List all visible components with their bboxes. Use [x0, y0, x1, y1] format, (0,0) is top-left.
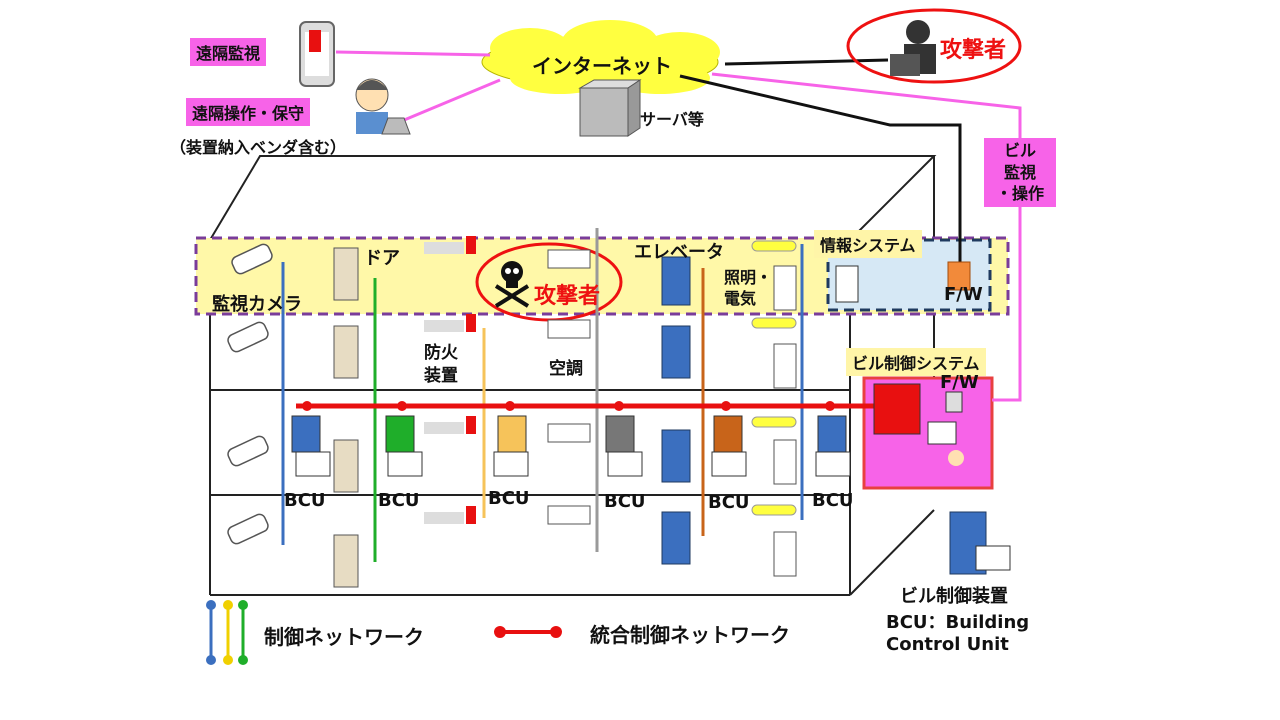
hacker-icon	[890, 20, 936, 76]
skull-icon	[494, 261, 530, 308]
bcu-device-legend-icon	[949, 511, 1011, 575]
aircon-label: 空調	[549, 359, 583, 379]
internet-label: インターネット	[532, 54, 672, 78]
door-label: ドア	[364, 248, 400, 269]
bcu-label-1: BCU	[284, 490, 326, 511]
server-icon	[578, 79, 642, 137]
bcu-label-4: BCU	[604, 491, 646, 512]
elevator-icons	[661, 256, 691, 565]
legend-integrated-line	[494, 626, 562, 638]
legend-control-network: 制御ネットワーク	[264, 625, 424, 649]
bcu-label-3: BCU	[488, 488, 530, 509]
fw-label-bldg: F/W	[940, 372, 979, 393]
light-icons	[751, 240, 797, 516]
control-network-lines	[281, 228, 804, 562]
firewall-icon	[947, 261, 971, 291]
legend-bcu-def-2: Control Unit	[886, 634, 1009, 655]
attacker-top-label: 攻撃者	[940, 38, 1007, 63]
info-server-icon	[835, 265, 859, 303]
vendor-note: （装置納入ベンダ含む）	[170, 138, 347, 157]
bldg-control-devices	[873, 383, 964, 466]
attack-links	[679, 58, 962, 265]
legend-integrated-network: 統合制御ネットワーク	[590, 623, 790, 647]
building-monitor-label: ビル 監視 ・操作	[984, 138, 1056, 207]
bcu-label-2: BCU	[378, 490, 420, 511]
outlet-icons	[773, 265, 797, 577]
integrated-network-nodes	[302, 401, 835, 411]
fire-units	[424, 236, 476, 524]
bcu-label-6: BCU	[812, 490, 854, 511]
lighting-label: 照明・ 電気	[724, 268, 773, 308]
operator-icon	[355, 78, 411, 135]
bcu-label-5: BCU	[708, 492, 750, 513]
aircon-panels	[547, 249, 591, 525]
legend-bcu-def-1: BCU：Building	[886, 612, 1030, 633]
bcu-units	[291, 415, 851, 477]
camera-icons	[227, 243, 273, 545]
fw-label-info: F/W	[944, 284, 983, 305]
legend-control-lines	[206, 600, 248, 665]
attacker-inside-label: 攻撃者	[534, 284, 601, 309]
attacker-top-ring	[846, 8, 1022, 84]
server-label: サーバ等	[640, 110, 704, 129]
door-icons	[333, 247, 359, 588]
camera-label: 監視カメラ	[212, 294, 302, 315]
elevator-label: エレベータ	[634, 242, 724, 263]
fire-label: 防火 装置	[424, 343, 458, 386]
bldg-control-system-label: ビル制御システム	[846, 348, 986, 376]
remote-operation-label: 遠隔操作・保守	[186, 98, 311, 126]
internet-cloud	[481, 20, 720, 94]
building-outline	[208, 155, 937, 596]
smartphone-icon	[299, 21, 335, 87]
remote-monitoring-label: 遠隔監視	[190, 38, 267, 66]
info-system-label: 情報システム	[814, 230, 922, 258]
legend-bcu-device: ビル制御装置	[900, 586, 1008, 607]
